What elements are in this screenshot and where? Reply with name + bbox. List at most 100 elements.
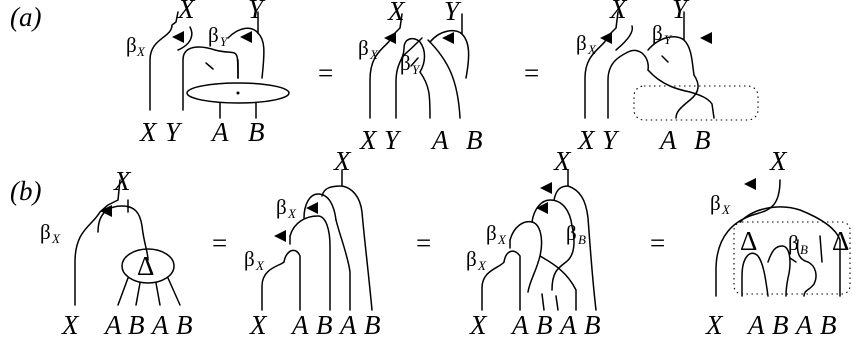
twist-arrow-icon: [100, 205, 112, 217]
wire: [584, 11, 619, 119]
wire: [427, 39, 461, 119]
beta-subscript: X: [721, 202, 731, 217]
twist-arrow-icon: [240, 31, 252, 43]
beta-symbol: β: [788, 231, 799, 255]
beta-subscript: X: [587, 42, 597, 57]
bottom-label-B: B: [584, 310, 601, 340]
wire: [303, 193, 337, 221]
top-label-Y: Y: [248, 0, 266, 24]
diagram-a3: X Y β X β Y X Y A B: [576, 0, 759, 155]
wire: [182, 46, 239, 111]
wire: [647, 69, 715, 119]
bottom-label-A: A: [150, 310, 169, 340]
beta-subscript: X: [136, 44, 146, 59]
beta-symbol: β: [400, 51, 411, 75]
twist-arrow-icon: [384, 32, 396, 44]
bottom-label-B: B: [248, 117, 265, 147]
bottom-label-B: B: [316, 310, 333, 340]
twist-arrow-icon: [744, 178, 756, 190]
beta-symbol: β: [40, 220, 51, 244]
twist-arrow-icon: [540, 182, 552, 194]
wire: [739, 206, 841, 297]
top-label-Y: Y: [672, 0, 690, 24]
bottom-label-X: X: [359, 125, 378, 155]
wire: [177, 26, 193, 51]
wire: [607, 49, 649, 119]
wire: [531, 199, 573, 227]
wire: [419, 71, 431, 119]
bottom-label-A: A: [210, 117, 229, 147]
wire: [741, 252, 769, 297]
bottom-label-Y: Y: [384, 125, 402, 155]
wire: [74, 179, 121, 306]
part-a-label: (a): [10, 2, 41, 32]
bottom-label-A: A: [103, 310, 122, 340]
wire: [715, 179, 781, 297]
equals-sign: =: [318, 58, 333, 88]
crossing-tick: [410, 57, 419, 67]
wire: [155, 282, 161, 306]
bottom-label-B: B: [128, 310, 145, 340]
beta-subscript: Y: [664, 32, 673, 47]
wire: [283, 249, 301, 311]
node-dot: [236, 91, 240, 95]
bottom-label-X: X: [139, 117, 158, 147]
twist-arrow-icon: [306, 202, 318, 214]
beta-subscript: Y: [220, 34, 229, 49]
diagram-b2: X β X β X X A B A B: [244, 146, 381, 340]
bottom-label-B: B: [820, 310, 837, 340]
beta-subscript: X: [255, 258, 265, 273]
top-label-Y: Y: [444, 0, 462, 26]
twist-arrow-icon: [700, 32, 712, 44]
beta-symbol: β: [576, 31, 587, 55]
bottom-label-X: X: [61, 310, 80, 340]
bottom-label-B: B: [176, 310, 193, 340]
wire: [539, 255, 577, 311]
beta-symbol: β: [126, 33, 137, 57]
part-b-label: (b): [10, 176, 41, 206]
top-label-X: X: [609, 0, 628, 24]
wire: [395, 37, 426, 119]
diagram-b1: X β X Δ X A B A B: [40, 166, 193, 340]
top-label-X: X: [177, 0, 196, 24]
wire: [135, 282, 141, 306]
bottom-label-A: A: [510, 310, 529, 340]
top-label-X: X: [333, 146, 352, 176]
wire: [555, 295, 559, 311]
crossing-tick: [205, 62, 214, 70]
wire: [796, 239, 817, 297]
top-label-X: X: [769, 146, 788, 176]
wire: [551, 225, 575, 291]
beta-subscript: Y: [412, 62, 421, 77]
wire: [481, 261, 505, 311]
wire: [819, 235, 823, 263]
diagram-a2: X Y β X β Y X Y A B: [358, 0, 483, 155]
beta-subscript: X: [477, 258, 487, 273]
bottom-label-B: B: [536, 310, 553, 340]
bottom-label-B: B: [364, 310, 381, 340]
top-label-X: X: [387, 0, 406, 26]
bottom-label-A: A: [558, 310, 577, 340]
bottom-label-X: X: [469, 310, 488, 340]
top-label-X: X: [113, 166, 132, 196]
equals-sign: =: [524, 58, 539, 88]
beta-subscript: X: [497, 232, 507, 247]
beta-subscript: B: [800, 242, 808, 257]
wire: [767, 245, 791, 297]
equals-sign: =: [416, 228, 431, 258]
wire: [789, 257, 797, 263]
wire: [167, 277, 181, 306]
beta-symbol: β: [466, 247, 477, 271]
beta-symbol: β: [276, 195, 287, 219]
wire: [403, 37, 423, 56]
bottom-label-Y: Y: [602, 125, 620, 155]
wire: [149, 11, 179, 111]
equals-sign: =: [650, 228, 665, 258]
dotted-region: [733, 221, 851, 295]
twist-arrow-icon: [536, 202, 548, 214]
beta-subscript: B: [578, 232, 586, 247]
beta-subscript: X: [51, 231, 61, 246]
twist-arrow-icon: [600, 32, 612, 44]
delta-node: [121, 248, 175, 284]
bottom-label-A: A: [658, 125, 677, 155]
